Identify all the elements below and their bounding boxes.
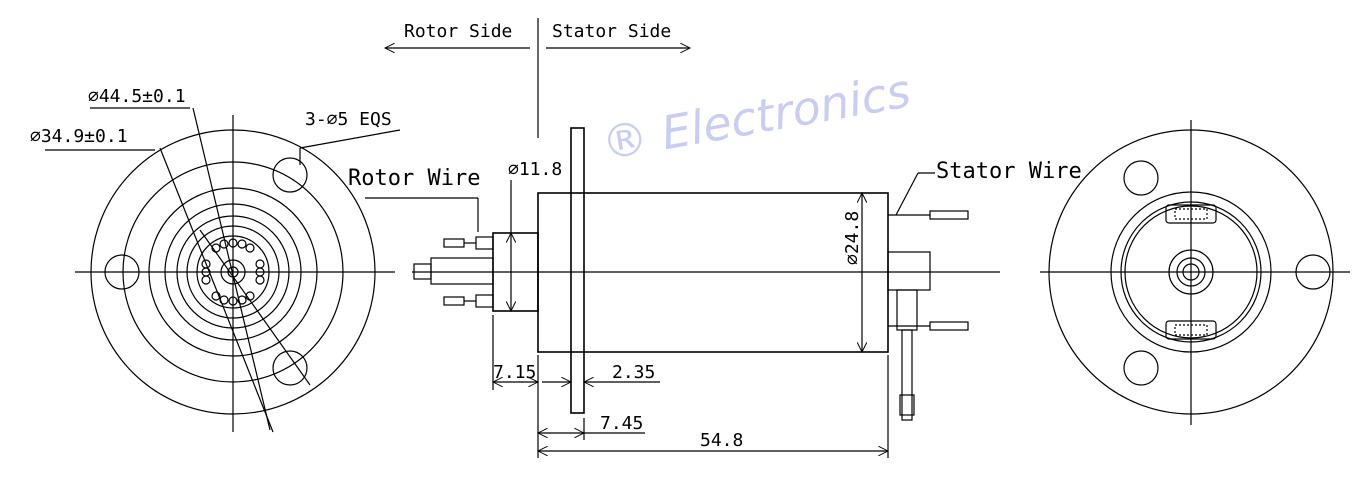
- side-view: [365, 18, 1000, 458]
- watermark: ® Electronics: [598, 63, 915, 170]
- rotor-end-view: [45, 107, 401, 433]
- stator-side-label: Stator Side: [552, 21, 671, 42]
- holes-label: 3-∅5 EQS: [305, 109, 392, 130]
- mount-hole: [1123, 160, 1159, 196]
- mount-hole: [1123, 350, 1159, 386]
- dim-54-8: 54.8: [700, 430, 743, 451]
- rotor-wire-label: Rotor Wire: [348, 166, 480, 191]
- dim-2-35: 2.35: [612, 362, 655, 383]
- contact-beads: [201, 238, 265, 306]
- mount-hole: [104, 254, 140, 290]
- dim-7-15: 7.15: [493, 362, 536, 383]
- connector: [1165, 204, 1217, 224]
- stator-end-view: [1040, 120, 1350, 425]
- hub-diameter-label: ∅11.8: [508, 159, 562, 180]
- connector: [1165, 320, 1217, 340]
- inner-diameter-label: ∅34.9±0.1: [30, 126, 128, 147]
- mount-hole: [272, 157, 308, 193]
- outer-diameter-label: ∅44.5±0.1: [88, 86, 186, 107]
- rotor-side-label: Rotor Side: [404, 21, 512, 42]
- mount-hole: [1295, 254, 1331, 290]
- dim-7-45: 7.45: [600, 413, 643, 434]
- flange: [570, 127, 585, 414]
- stator-wire-label: Stator Wire: [936, 159, 1082, 184]
- mount-hole: [272, 350, 308, 386]
- body-diameter-label: ∅24.8: [842, 211, 863, 265]
